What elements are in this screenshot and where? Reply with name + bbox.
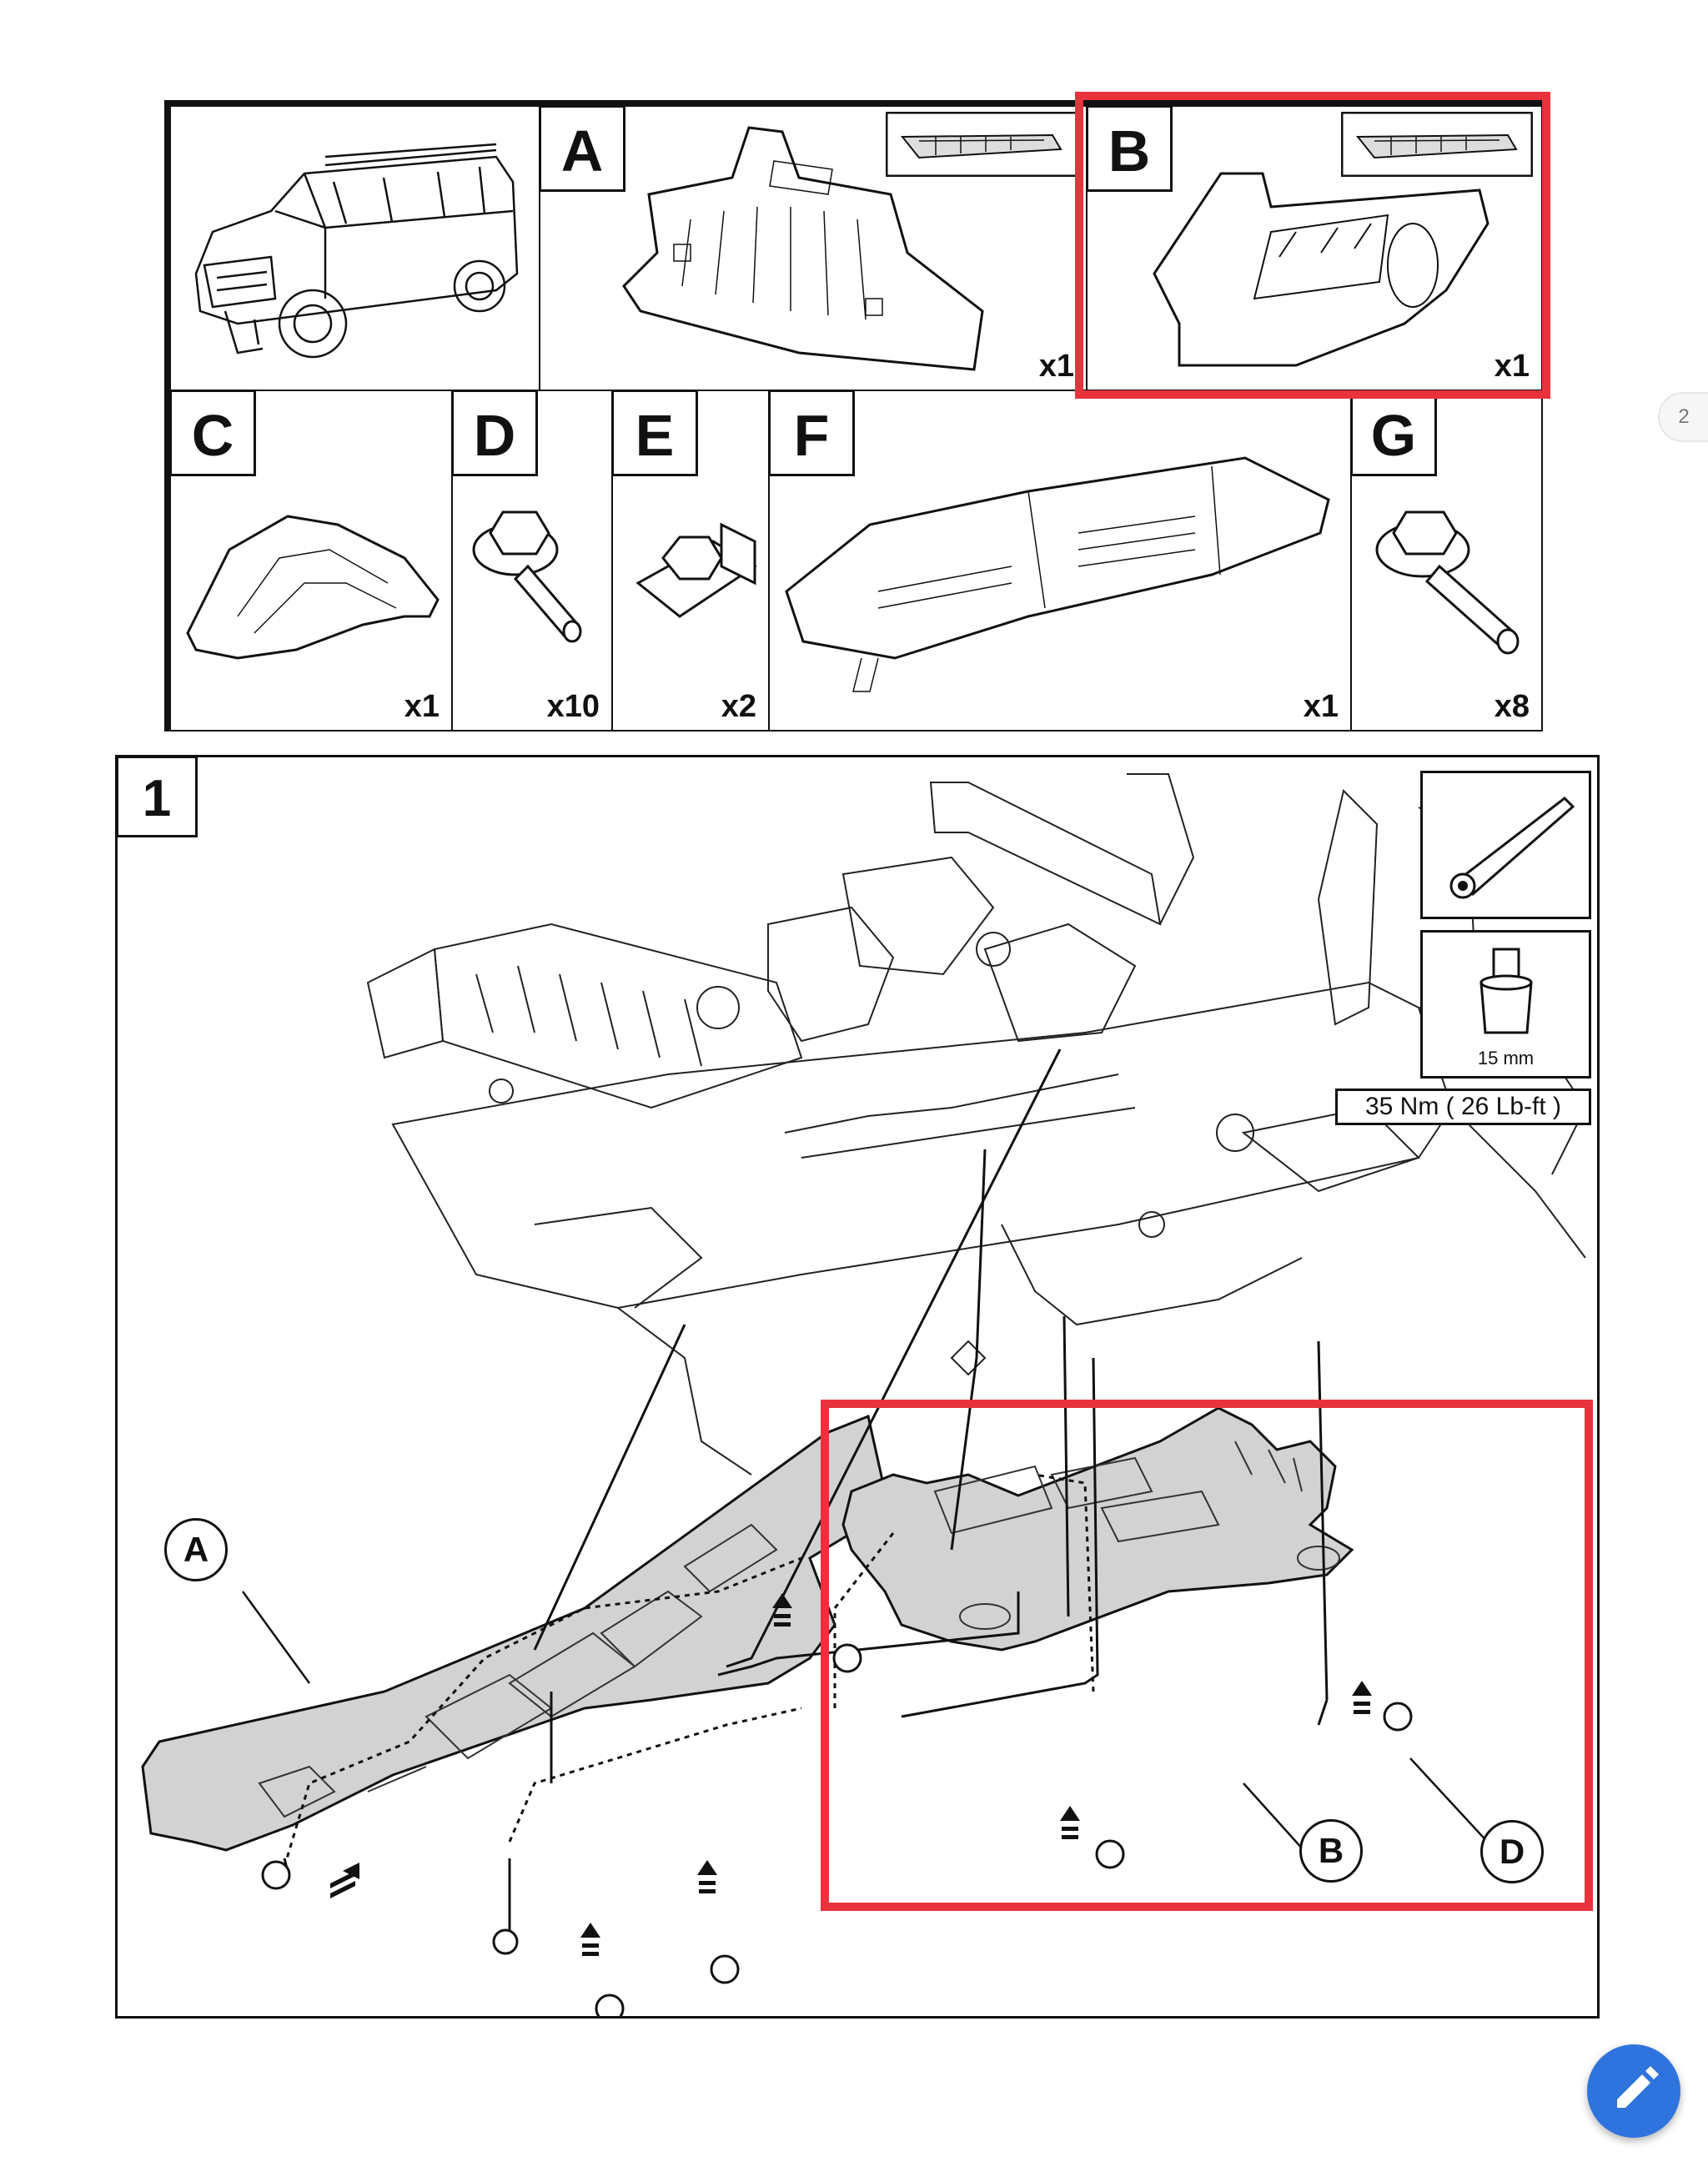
step-1-panel: 1 bbox=[115, 755, 1600, 2019]
torque-spec: 35 Nm ( 26 Lb-ft ) bbox=[1335, 1089, 1591, 1125]
skid-plate-b bbox=[841, 1406, 1354, 1652]
socket-tool-box: 15 mm bbox=[1420, 930, 1591, 1078]
part-d-qty: x10 bbox=[546, 689, 600, 724]
page-indicator-tab[interactable]: 2 bbox=[1658, 392, 1708, 442]
callout-b: B bbox=[1299, 1819, 1363, 1883]
part-d-letter: D bbox=[451, 390, 538, 476]
socket-size-label: 15 mm bbox=[1477, 1048, 1535, 1068]
ratchet-icon bbox=[1449, 797, 1575, 899]
part-c-cell: C x1 bbox=[169, 390, 453, 732]
part-d-cell: D x10 bbox=[451, 390, 613, 732]
part-b-cell: B x1 bbox=[1086, 105, 1543, 391]
part-a-cell: A x1 bbox=[539, 105, 1088, 391]
part-b-qty: x1 bbox=[1494, 349, 1530, 384]
part-g-cell: G x8 bbox=[1350, 390, 1543, 732]
part-a-qty: x1 bbox=[1038, 349, 1074, 384]
bracket-icon bbox=[886, 112, 1078, 177]
part-c-splash-shield bbox=[186, 515, 440, 660]
part-e-clip-nut bbox=[635, 522, 757, 618]
callout-d: D bbox=[1480, 1820, 1544, 1883]
part-f-letter: F bbox=[768, 390, 855, 476]
vehicle-cell bbox=[169, 105, 540, 391]
skid-plate-b-highlight bbox=[821, 1400, 1593, 1911]
part-g-qty: x8 bbox=[1494, 689, 1530, 724]
part-f-crossmember bbox=[785, 456, 1330, 692]
part-f-qty: x1 bbox=[1303, 689, 1339, 724]
part-a-letter: A bbox=[539, 105, 625, 192]
ratchet-tool-box bbox=[1420, 771, 1591, 919]
parts-grid: A x1 B bbox=[164, 100, 1543, 732]
pencil-icon bbox=[1617, 2066, 1659, 2108]
part-c-letter: C bbox=[169, 390, 256, 476]
part-g-letter: G bbox=[1350, 390, 1437, 476]
part-e-qty: x2 bbox=[721, 689, 756, 724]
part-d-bolt bbox=[472, 510, 582, 643]
part-b-letter: B bbox=[1086, 105, 1173, 192]
part-f-cell: F x1 bbox=[768, 390, 1352, 732]
part-c-qty: x1 bbox=[404, 689, 440, 724]
socket-icon bbox=[1479, 948, 1533, 1034]
part-b-highlight bbox=[1075, 92, 1550, 399]
part-a-skid-plate bbox=[622, 126, 984, 371]
callout-a: A bbox=[164, 1518, 228, 1581]
part-b-skid-plate bbox=[1153, 172, 1489, 367]
skid-plate-a bbox=[141, 1414, 887, 1852]
edit-fab-button[interactable] bbox=[1587, 2044, 1680, 2138]
part-g-bolt bbox=[1375, 510, 1520, 655]
part-e-letter: E bbox=[611, 390, 698, 476]
vehicle-illustration bbox=[194, 143, 519, 359]
step-number: 1 bbox=[116, 756, 198, 837]
bracket-icon bbox=[1341, 112, 1533, 177]
part-e-cell: E x2 bbox=[611, 390, 770, 732]
